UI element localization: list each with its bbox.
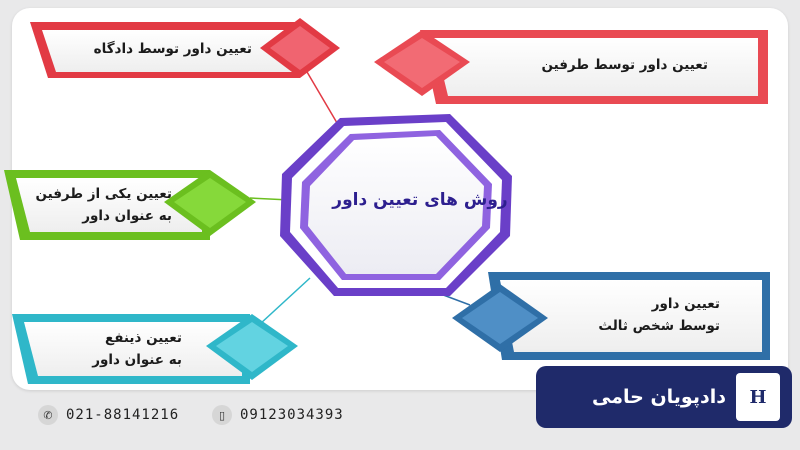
label-third-party-line2: توسط شخص ثالث	[598, 318, 720, 334]
mobile-number: 09123034393	[240, 407, 344, 423]
label-one-party-line2: به عنوان داور	[82, 208, 172, 224]
label-third-party: تعیین داور توسط شخص ثالث	[560, 293, 720, 337]
mobile-contact[interactable]: ▯ 09123034393	[212, 404, 344, 426]
node-court	[30, 18, 340, 78]
node-parties	[374, 30, 768, 104]
label-one-party-line1: تعیین یکی از طرفین	[35, 186, 172, 202]
label-court: تعیین داور توسط دادگاه	[93, 41, 252, 57]
center-node	[280, 114, 512, 296]
label-beneficiary-line2: به عنوان داور	[92, 352, 182, 368]
center-title: روش های تعیین داور	[332, 190, 508, 210]
brand-name: دادپویان حامی	[592, 386, 726, 408]
brand-logo-icon: H	[736, 373, 780, 421]
node-one-party	[4, 170, 256, 240]
phone-icon: ✆	[38, 405, 58, 425]
label-beneficiary: تعیین ذینفع به عنوان داور	[40, 327, 182, 371]
landline-number: 021-88141216	[66, 407, 180, 423]
landline-contact[interactable]: ✆ 021-88141216	[38, 404, 179, 426]
node-third-party	[452, 272, 770, 360]
node-beneficiary	[12, 314, 298, 384]
label-one-party: تعیین یکی از طرفین به عنوان داور	[24, 183, 172, 227]
label-third-party-line1: تعیین داور	[651, 296, 720, 312]
mobile-icon: ▯	[212, 405, 232, 425]
label-parties: تعیین داور توسط طرفین	[541, 57, 708, 73]
brand-banner[interactable]: دادپویان حامی H	[536, 366, 792, 428]
label-beneficiary-line1: تعیین ذینفع	[104, 330, 182, 346]
